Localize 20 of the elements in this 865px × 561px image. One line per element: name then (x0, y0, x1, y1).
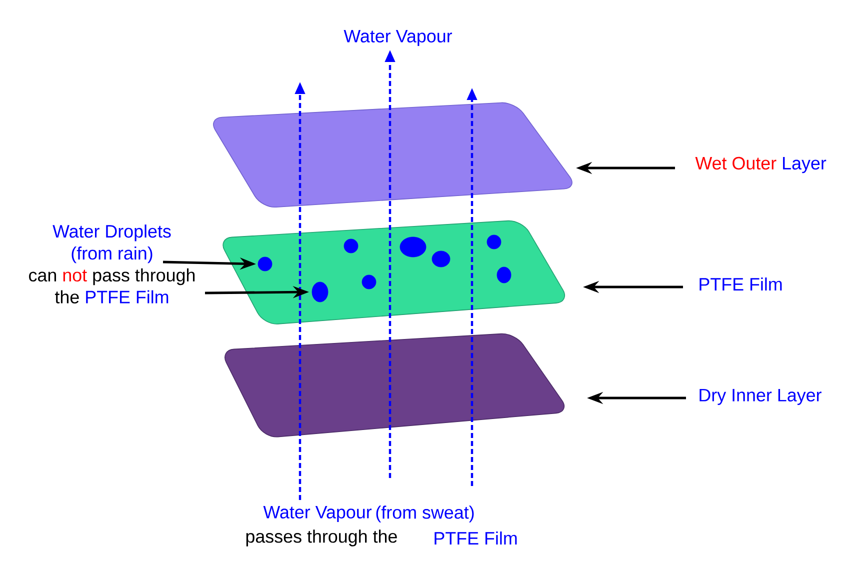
side-note: Water Droplets (from rain) can not pass through the PTFE Film (29, 224, 195, 304)
outer-layer (213, 102, 572, 208)
caption-text: Water Vapour (344, 30, 452, 46)
water-droplet (362, 274, 376, 290)
water-droplet (400, 236, 426, 258)
caption-text: (from sweat) (376, 506, 474, 522)
layer-label: Wet Outer Layer (695, 156, 826, 174)
layer-label: Dry Inner Layer (700, 388, 822, 406)
caption-text: passes through the (246, 530, 397, 546)
water-droplet (432, 250, 450, 268)
water-droplet (496, 266, 512, 284)
caption-text: Water Vapour (263, 506, 372, 522)
film-layer (222, 220, 565, 324)
inner-layer (224, 333, 565, 438)
water-droplet (486, 234, 502, 250)
layer-label: PTFE Film (700, 278, 782, 290)
water-droplet (312, 282, 328, 302)
water-droplet (258, 256, 272, 272)
water-droplet (344, 238, 358, 254)
caption-text: PTFE Film (434, 532, 517, 544)
